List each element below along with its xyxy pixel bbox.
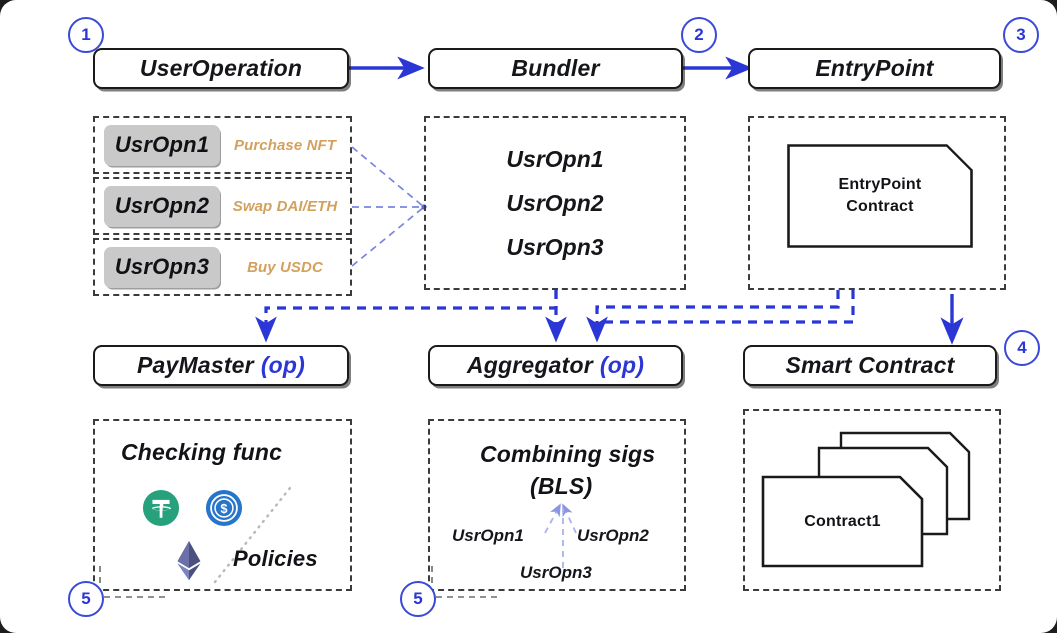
bundler-op-item: UsrOpn1 xyxy=(506,145,604,172)
node-aggregator[interactable]: Aggregator (op) xyxy=(428,345,683,386)
entrypoint-contract-card[interactable]: EntryPoint Contract xyxy=(787,144,973,248)
checking-func-title: Checking func xyxy=(121,439,283,465)
node-user-operation-label: UserOperation xyxy=(139,55,303,81)
node-bundler[interactable]: Bundler xyxy=(428,48,683,89)
bls-subtitle: (BLS) xyxy=(530,473,593,499)
node-aggregator-suffix: (op) xyxy=(599,352,645,378)
aggregator-op-3: UsrOpn3 xyxy=(520,563,592,582)
entrypoint-contract-line1: EntryPoint xyxy=(838,176,922,194)
contract-stack xyxy=(761,431,971,568)
entrypoint-contract-line2: Contract xyxy=(846,198,914,215)
contract-label-wrap: Contract1 xyxy=(763,477,922,566)
aggregator-panel: Combining sigs (BLS) UsrOpn1 UsrOpn2 Usr… xyxy=(428,419,686,591)
tether-icon xyxy=(142,489,180,527)
user-operation-row-1[interactable]: UsrOpn1 Purchase NFT xyxy=(93,116,352,174)
fan-userops-to-bundler xyxy=(351,146,427,267)
node-entrypoint[interactable]: EntryPoint xyxy=(748,48,1001,89)
node-bundler-label: Bundler xyxy=(511,55,600,81)
user-operation-name-3: UsrOpn3 xyxy=(114,254,210,279)
node-smart-contract-label: Smart Contract xyxy=(785,352,955,378)
contract-card-front xyxy=(761,475,924,568)
user-operation-desc-3: Buy USDC xyxy=(247,258,323,276)
bundler-op-item: UsrOpn2 xyxy=(506,189,604,216)
bundler-panel: UsrOpn1 UsrOpn2 UsrOpn3 xyxy=(424,116,686,290)
node-paymaster[interactable]: PayMaster (op) xyxy=(93,345,349,386)
aggregator-op-2: UsrOpn2 xyxy=(577,526,649,545)
usdc-icon: $ xyxy=(205,489,243,527)
step-badge-3-label: 3 xyxy=(1016,25,1026,44)
arrow-entrypoint-to-paymaster-lane xyxy=(600,290,855,324)
step-badge-5-aggregator: 5 xyxy=(400,581,436,617)
step-badge-2-label: 2 xyxy=(694,25,704,44)
user-operation-row-3[interactable]: UsrOpn3 Buy USDC xyxy=(93,238,352,296)
node-smart-contract[interactable]: Smart Contract xyxy=(743,345,997,386)
node-entrypoint-label: EntryPoint xyxy=(815,55,934,81)
user-operation-name-2: UsrOpn2 xyxy=(114,193,210,218)
node-aggregator-label: Aggregator xyxy=(466,352,593,378)
combining-sigs-title: Combining sigs xyxy=(480,441,656,467)
bundler-op-item: UsrOpn3 xyxy=(506,233,604,260)
aggregator-op-1: UsrOpn1 xyxy=(452,526,524,545)
user-operation-chip-1: UsrOpn1 xyxy=(104,124,220,166)
user-operation-row-2[interactable]: UsrOpn2 Swap DAI/ETH xyxy=(93,177,352,235)
node-user-operation[interactable]: UserOperation xyxy=(93,48,349,89)
svg-text:$: $ xyxy=(220,501,227,516)
step-badge-5-paymaster-label: 5 xyxy=(81,589,91,608)
step-badge-1-label: 1 xyxy=(81,25,91,44)
ethereum-icon xyxy=(175,540,203,582)
contract-label: Contract1 xyxy=(804,512,881,530)
user-operation-chip-2: UsrOpn2 xyxy=(104,185,220,227)
step-badge-4-label: 4 xyxy=(1017,338,1027,357)
user-operation-chip-3: UsrOpn3 xyxy=(104,246,220,288)
entrypoint-panel: EntryPoint Contract xyxy=(748,116,1006,290)
bundler-op-list: UsrOpn1 UsrOpn2 UsrOpn3 xyxy=(426,118,684,288)
node-paymaster-suffix: (op) xyxy=(260,352,306,378)
node-paymaster-label: PayMaster xyxy=(136,352,254,378)
user-operation-desc-1: Purchase NFT xyxy=(233,136,337,154)
step-badge-5-aggregator-label: 5 xyxy=(413,589,423,608)
user-operation-desc-2: Swap DAI/ETH xyxy=(232,197,338,215)
step-badge-1: 1 xyxy=(68,17,104,53)
policies-label: Policies xyxy=(233,546,318,571)
step-badge-3: 3 xyxy=(1003,17,1039,53)
step-badge-5-paymaster: 5 xyxy=(68,581,104,617)
step-badge-2: 2 xyxy=(681,17,717,53)
step-badge-4: 4 xyxy=(1004,330,1040,366)
smart-contract-panel: Contract1 xyxy=(743,409,1001,591)
entrypoint-contract-outline xyxy=(787,144,973,248)
user-operation-name-1: UsrOpn1 xyxy=(114,132,210,157)
paymaster-panel: Checking func $ xyxy=(93,419,352,591)
arrow-entrypoint-to-aggregator xyxy=(586,290,840,343)
arrow-bundler-to-paymaster xyxy=(255,290,558,343)
